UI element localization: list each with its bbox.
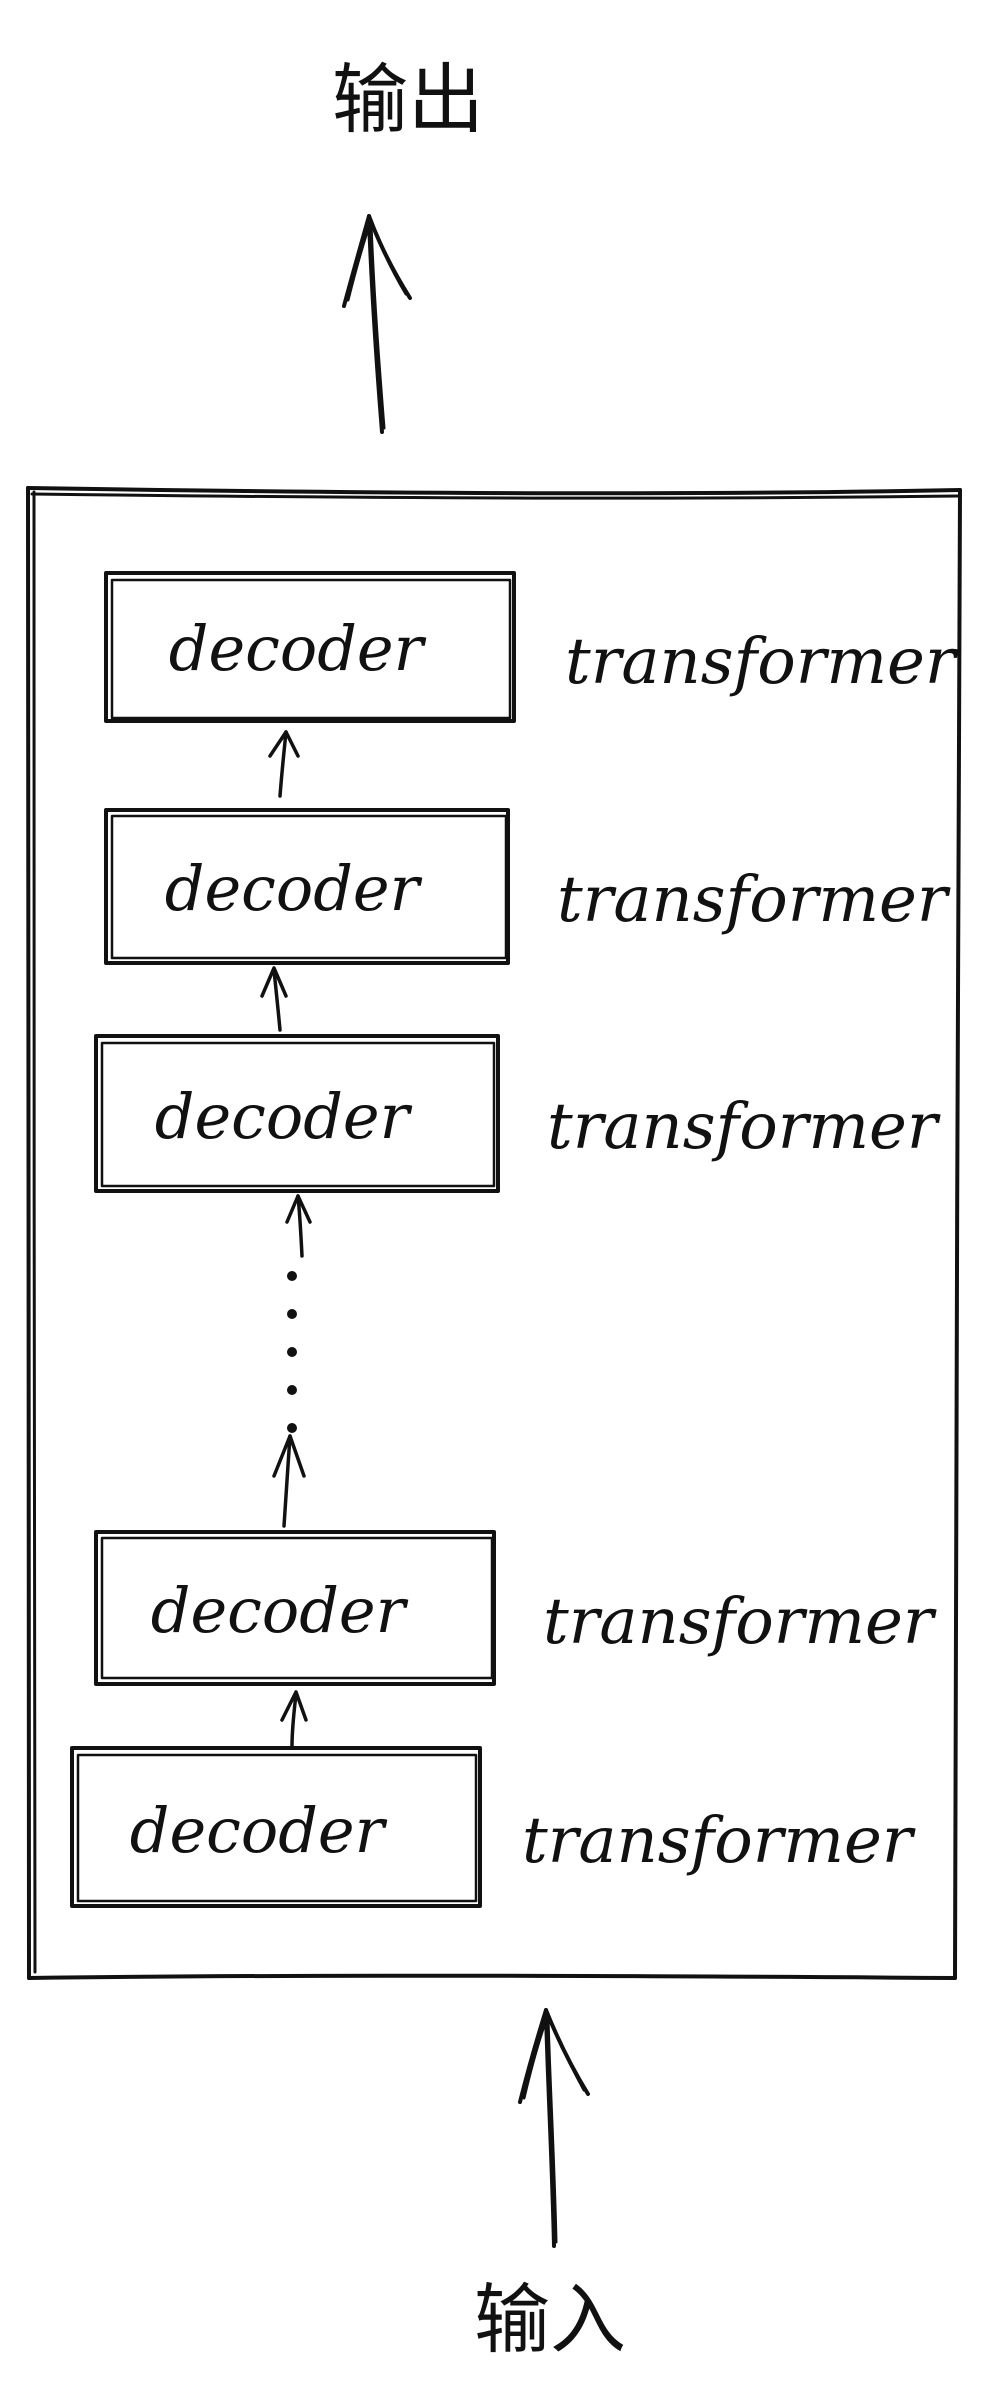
decoder-label: decoder xyxy=(130,1794,388,1867)
input-arrow xyxy=(518,2008,590,2248)
arrow-block4-to-ellipsis xyxy=(272,1434,306,1528)
ellipsis: · · · · · · xyxy=(0,0,297,1433)
output-label: 输出 xyxy=(332,55,484,144)
decoder-block-4: decoder xyxy=(94,1530,496,1686)
decoder-block-3: decoder xyxy=(94,1034,500,1193)
decoder-label: decoder xyxy=(169,612,427,685)
transformer-label: transformer xyxy=(557,863,951,937)
decoder-block-2: decoder xyxy=(104,808,510,965)
transformer-label: transformer xyxy=(565,625,959,699)
transformer-label: transformer xyxy=(547,1090,941,1164)
transformer-label: transformer xyxy=(543,1585,937,1659)
decoder-label: decoder xyxy=(151,1574,409,1647)
input-label: 输入 xyxy=(474,2275,626,2364)
transformer-label: transformer xyxy=(522,1804,916,1878)
decoder-label: decoder xyxy=(165,852,423,925)
decoder-block-1: decoder xyxy=(104,571,516,723)
decoder-label: decoder xyxy=(155,1080,413,1153)
arrow-block2-to-block1 xyxy=(268,730,300,798)
decoder-block-5: decoder xyxy=(70,1746,482,1908)
arrow-block3-to-block2 xyxy=(260,966,288,1032)
arrow-block5-to-block4 xyxy=(280,1690,308,1748)
output-arrow xyxy=(342,214,412,434)
decoder-stack-container xyxy=(26,486,962,1980)
arrow-to-block3 xyxy=(285,1194,312,1258)
svg-text:· · · · · ·: · · · · · · xyxy=(0,0,4,1)
